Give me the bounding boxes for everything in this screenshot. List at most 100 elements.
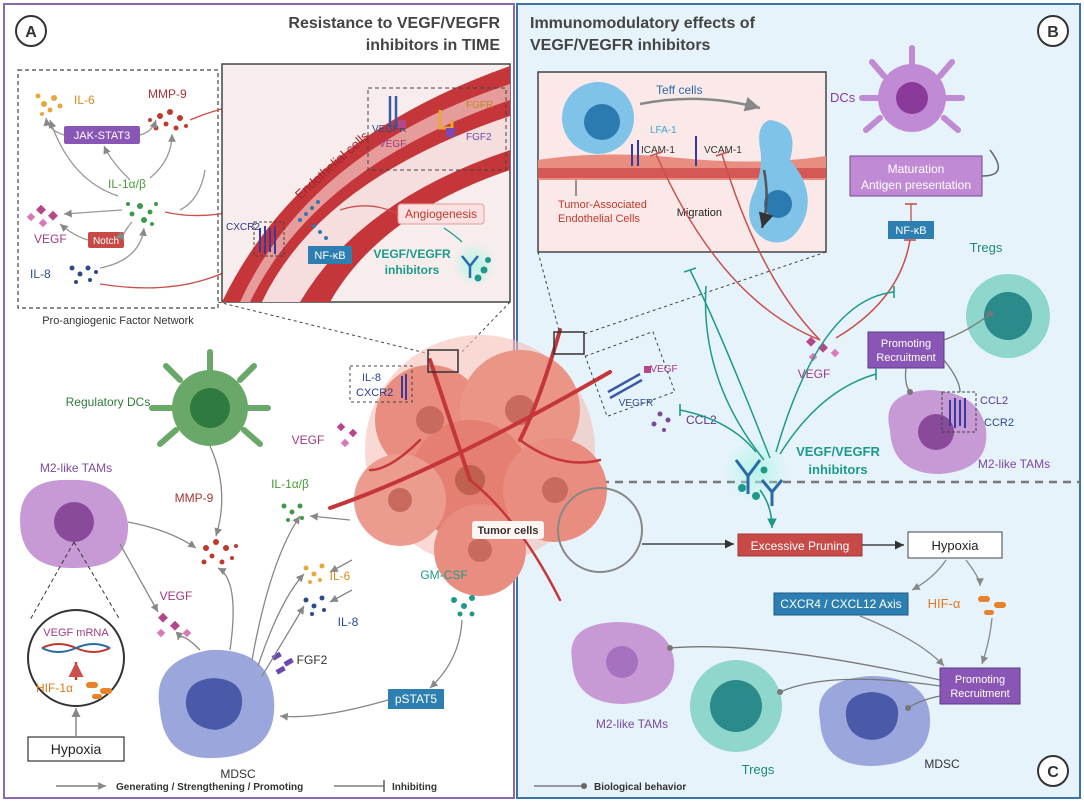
- tumor-edge-vegf-label: VEGF: [650, 364, 677, 375]
- left-fgf2-label: FGF2: [297, 653, 328, 667]
- panel-a-lower-arrows: [119, 445, 463, 721]
- tumor-il8-label: IL-8: [362, 372, 381, 384]
- network-il1-label: IL-1α/β: [108, 177, 146, 191]
- network-mmp9-label: MMP-9: [148, 87, 187, 101]
- hif1a-zoom-circle: [27, 609, 125, 707]
- panel-a-title-line2: inhibitors in TIME: [366, 37, 501, 54]
- lower-m2-tam-cell: [571, 622, 675, 704]
- tumor-cells-label: Tumor cells: [478, 525, 539, 537]
- cxcr4-label: CXCR4 / CXCL12 Axis: [780, 597, 901, 611]
- network-il8-label: IL-8: [30, 267, 51, 281]
- il1-cluster-icon: [126, 202, 158, 226]
- network-box: [17, 69, 219, 309]
- notch-box: [88, 232, 124, 248]
- inset-vegf-label: VEGF: [379, 139, 406, 150]
- panel-b-inhibit-bars: [649, 151, 916, 416]
- tumor-cxcr2-receptor-icon: [401, 374, 407, 400]
- lower-promoting-line2: Recruitment: [950, 688, 1009, 700]
- hifa-capsule-icon: [978, 596, 1006, 615]
- left-mmp9-cluster-icon: [201, 539, 238, 565]
- teff-migration-arrow: [639, 96, 761, 112]
- main-antibody-icon: [724, 438, 788, 506]
- network-vegf-icon: [26, 204, 58, 228]
- panel-b-letter: B: [1047, 24, 1059, 41]
- hifa-label: HIF-α: [928, 596, 961, 611]
- upper-promoting-line1: Promoting: [881, 338, 931, 350]
- pruning-zoom-circle: [557, 487, 643, 573]
- tumor-zoom-box-left: [427, 349, 459, 373]
- right-vegf-label: VEGF: [798, 367, 831, 381]
- fgfr-label: FGFR: [466, 100, 493, 111]
- lower-m2-tams-label: M2-like TAMs: [596, 717, 668, 731]
- il6-cluster-icon: [35, 93, 63, 116]
- lower-promoting-box: [939, 667, 1021, 705]
- inhibitor-to-pruning-arrow: [759, 489, 777, 529]
- hypoxia-to-cxcr4-arrow: [911, 559, 947, 591]
- main-inhibitors-line1: VEGF/VEGFR: [796, 444, 880, 459]
- icam1-label: ICAM-1: [641, 145, 675, 156]
- network-arrows: [43, 117, 206, 269]
- inset-inhibitors-line2: inhibitors: [385, 263, 440, 277]
- signal-chain-icon: [298, 200, 328, 240]
- pstat5-label: pSTAT5: [395, 692, 438, 706]
- vessel-zoom-line-left: [217, 301, 431, 355]
- tumor-zoom-box-right: [553, 331, 585, 355]
- panel-c-letter: C: [1047, 764, 1059, 781]
- tumor-vegf-icon: [336, 422, 358, 448]
- lower-tregs-label: Tregs: [742, 762, 775, 777]
- tumor-label-box: [472, 521, 544, 539]
- network-caption: Pro-angiogenic Factor Network: [42, 315, 194, 327]
- dc-nfkb-label: NF-κB: [895, 225, 926, 237]
- lower-promoting-line1: Promoting: [955, 674, 1005, 686]
- left-il1-cluster-icon: [281, 503, 304, 522]
- tumor-edge-vegf-icon: [644, 366, 651, 373]
- taec-label-line2: Endothelial Cells: [558, 213, 640, 225]
- teff-inset: [537, 71, 827, 253]
- left-il6-label: IL-6: [330, 569, 351, 583]
- il8-cxcr2-box: [349, 365, 413, 403]
- panel-a-title-line1: Resistance to VEGF/VEGFR: [288, 15, 500, 32]
- inset-antibody-icon: [452, 242, 496, 286]
- tumor-edge-vegfr-icon: [607, 372, 643, 400]
- network-vegf-label: VEGF: [34, 232, 67, 246]
- inset-cxcr2-label: CXCR2: [226, 222, 260, 233]
- left-il6-cluster-icon: [303, 563, 325, 584]
- vcam1-label: VCAM-1: [704, 145, 742, 156]
- left-il1-label: IL-1α/β: [271, 477, 309, 491]
- vegfr-zoom-box: [584, 330, 676, 418]
- left-il8-label: IL-8: [338, 615, 359, 629]
- dc-cell: [859, 45, 965, 133]
- panel-b-badge: B: [1037, 15, 1069, 47]
- left-m2-tam-cell: [20, 479, 129, 569]
- teff-cell: [562, 82, 634, 154]
- maturation-label-line2: Antigen presentation: [861, 178, 971, 192]
- panel-b-inhibit-lines: [655, 153, 911, 461]
- ccr2-zoom-box: [941, 391, 977, 433]
- teff-cells-label: Teff cells: [656, 83, 702, 97]
- regulatory-dcs-label: Regulatory DCs: [66, 395, 151, 409]
- icam1-receptor-icon: [631, 140, 639, 166]
- right-tregs-label: Tregs: [970, 240, 1003, 255]
- network-il6-label: IL-6: [74, 93, 95, 107]
- dc-behavior-line: [981, 149, 999, 177]
- left-mdsc-label: MDSC: [220, 767, 256, 781]
- il8-cluster-icon: [69, 265, 98, 284]
- nfkb-to-angiogenesis: [339, 205, 399, 215]
- mdsc-cell: [158, 649, 275, 759]
- panel-b-title-line2: VEGF/VEGFR inhibitors: [530, 37, 711, 54]
- teff-zoom-line-left: [537, 251, 561, 335]
- vegf-ligand-icon: [398, 120, 406, 128]
- right-m2-tam-cell: [888, 390, 987, 474]
- gmcsf-label: GM-CSF: [420, 568, 467, 582]
- dcs-label: DCs: [830, 90, 856, 105]
- vessel-wall-inner: [300, 150, 510, 302]
- lower-mdsc-cell: [819, 676, 931, 766]
- right-m2-tams-label: M2-like TAMs: [978, 457, 1050, 471]
- panel-b-title-line1: Immunomodulatory effects of: [530, 15, 756, 32]
- hif1a-label: HIF-1α: [36, 681, 73, 695]
- hifa-to-promoting-arrow: [980, 617, 993, 665]
- tumor-cxcr2-label: CXCR2: [356, 387, 393, 399]
- jak-stat3-box: [64, 126, 140, 144]
- cxcr4-box: [773, 592, 909, 616]
- tam-ccl2-label: CCL2: [980, 395, 1008, 407]
